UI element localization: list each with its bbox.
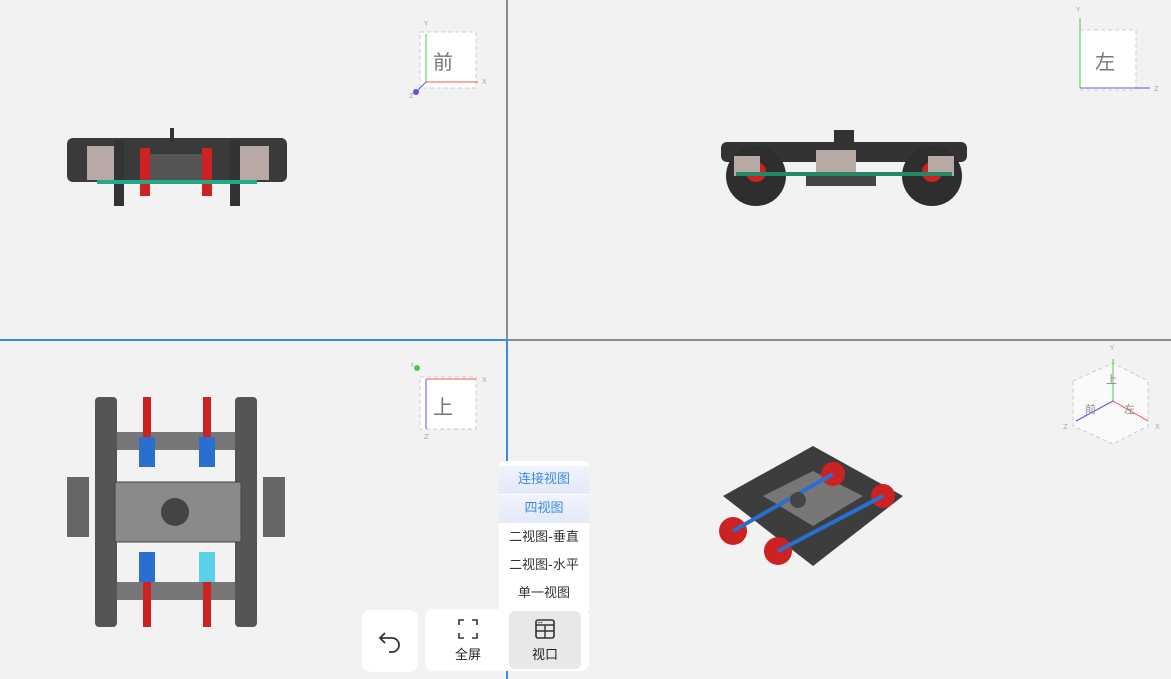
gizmo-label: 上 <box>433 395 453 419</box>
bogie-model-side[interactable] <box>716 128 972 210</box>
bogie-model-front[interactable] <box>62 128 292 210</box>
svg-text:Y: Y <box>1075 6 1081 14</box>
menu-item-two-views-horizontal[interactable]: 二视图-水平 <box>509 558 579 573</box>
fullscreen-label: 全屏 <box>454 647 481 663</box>
svg-text:Z: Z <box>409 92 414 98</box>
menu-item-four-views[interactable]: 四视图 <box>499 495 589 523</box>
viewport-label: 视口 <box>531 647 558 663</box>
view-gizmo-top[interactable]: Y X Z 上 <box>406 361 487 443</box>
gizmo-label: 左 <box>1095 50 1115 74</box>
gizmo-face-top: 上 <box>1106 373 1117 386</box>
menu-item-two-views-vertical[interactable]: 二视图-垂直 <box>509 530 579 545</box>
view-gizmo-left[interactable]: Y Z 左 <box>1072 4 1159 93</box>
svg-text:X: X <box>482 376 487 384</box>
undo-button[interactable] <box>362 610 418 672</box>
divider-horizontal-right[interactable] <box>507 339 1171 341</box>
svg-text:X: X <box>482 78 487 86</box>
svg-text:Z: Z <box>1154 85 1159 93</box>
bogie-model-iso[interactable] <box>703 436 918 586</box>
toolbar-group: 全屏 视口 <box>425 609 589 671</box>
svg-text:Z: Z <box>1063 423 1068 431</box>
active-border-top <box>0 339 508 341</box>
menu-item-single-view[interactable]: 单一视图 <box>517 586 570 601</box>
fullscreen-icon <box>458 618 478 639</box>
menu-item-linked-views[interactable]: 连接视图 <box>499 466 589 494</box>
view-gizmo-front[interactable]: Y X Z 前 <box>406 18 487 100</box>
undo-icon <box>378 632 400 653</box>
divider-vertical-top[interactable] <box>506 0 508 340</box>
svg-text:Y: Y <box>409 363 415 369</box>
bogie-model-top[interactable] <box>65 387 291 632</box>
gizmo-face-left: 左 <box>1124 403 1135 416</box>
gizmo-label: 前 <box>433 50 453 74</box>
viewport-top[interactable]: Y X Z 上 <box>0 341 507 679</box>
svg-text:Y: Y <box>1109 344 1115 352</box>
svg-text:X: X <box>1155 423 1160 431</box>
viewport-left[interactable]: Y Z 左 <box>508 0 1171 340</box>
viewport-layout-icon <box>535 618 555 639</box>
viewport-button[interactable]: 视口 <box>509 611 581 669</box>
viewport-menu: 连接视图 四视图 二视图-垂直 二视图-水平 单一视图 <box>499 461 589 611</box>
svg-text:Y: Y <box>423 20 429 28</box>
fullscreen-button[interactable]: 全屏 <box>429 613 507 667</box>
viewport-front[interactable]: Y X Z 前 <box>0 0 507 340</box>
svg-text:Z: Z <box>424 433 429 441</box>
gizmo-face-front: 前 <box>1085 402 1096 416</box>
viewport-perspective[interactable]: Y X Z 上 前 左 <box>508 341 1171 679</box>
view-gizmo-iso[interactable]: Y X Z 上 前 左 <box>1058 341 1168 451</box>
